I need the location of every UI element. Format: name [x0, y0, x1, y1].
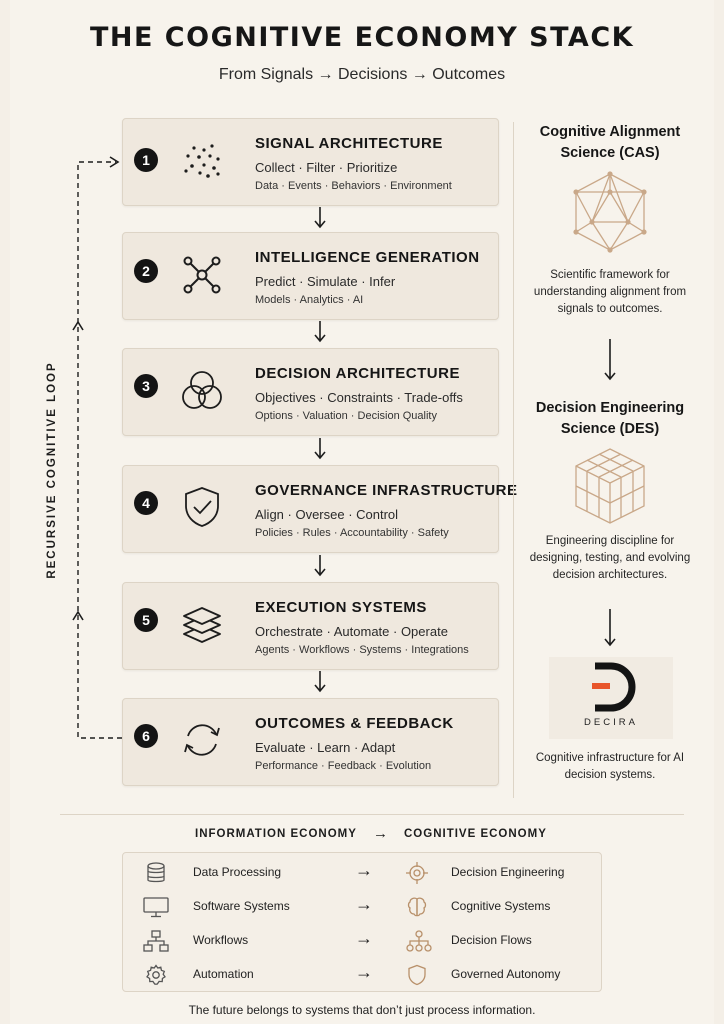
decira-d-mark-icon [592, 662, 636, 712]
layer-tags: Models · Analytics · AI [255, 294, 364, 306]
step-number: 1 [134, 148, 158, 172]
comparison-table: Data Processing → Decision Engineering S… [122, 852, 602, 992]
step-number: 2 [134, 259, 158, 283]
shield-check-icon [185, 487, 219, 527]
table-row: Automation → Governed Autonomy [123, 957, 601, 991]
layer-card-decision-architecture: 3 DECISION ARCHITECTURE Objectives · Con… [122, 348, 499, 436]
layer-verbs: Predict · Simulate · Infer [255, 274, 396, 289]
shield-icon [408, 964, 426, 986]
layer-title: OUTCOMES & FEEDBACK [255, 715, 454, 732]
layer-tags: Performance · Feedback · Evolution [255, 760, 432, 772]
layer-title: SIGNAL ARCHITECTURE [255, 135, 443, 152]
to-label: Decision Flows [451, 933, 532, 947]
cognitive-economy-header: COGNITIVE ECONOMY [404, 828, 547, 840]
layer-card-intelligence-generation: 2 INTELLIGENCE GENERATION Predict · Simu… [122, 232, 499, 320]
down-arrow [314, 438, 326, 460]
layer-card-governance-infrastructure: 4 GOVERNANCE INFRASTRUCTURE Align · Over… [122, 465, 517, 553]
section-divider [60, 814, 684, 815]
cas-description: Scientific framework for understanding a… [533, 269, 687, 315]
layer-title: DECISION ARCHITECTURE [255, 365, 460, 382]
page-title: THE COGNITIVE ECONOMY STACK [89, 22, 635, 53]
layer-card-execution-systems: 5 EXECUTION SYSTEMS Orchestrate · Automa… [122, 582, 499, 670]
step-number: 6 [134, 724, 158, 748]
to-label: Decision Engineering [451, 865, 565, 879]
row-arrow: → [355, 928, 373, 948]
down-arrow [314, 207, 326, 229]
layer-verbs: Collect · Filter · Prioritize [255, 160, 398, 175]
information-economy-header: INFORMATION ECONOMY [195, 828, 357, 840]
to-label: Governed Autonomy [451, 967, 561, 981]
layer-tags: Agents · Workflows · Systems · Integrati… [255, 644, 469, 656]
layer-card-outcomes-feedback: 6 OUTCOMES & FEEDBACK Evaluate · Learn ·… [122, 698, 499, 786]
decision-flow-icon [406, 930, 432, 952]
down-arrow [314, 555, 326, 577]
layers-icon [183, 607, 221, 643]
layer-tags: Data · Events · Behaviors · Environment [255, 180, 452, 192]
venn-circles-icon [182, 371, 222, 409]
flowchart-icon [143, 930, 169, 952]
des-description: Engineering discipline for designing, te… [529, 535, 691, 581]
down-arrow [604, 609, 616, 647]
page-subtitle: From Signals → Decisions → Outcomes [218, 66, 506, 83]
from-label: Workflows [193, 933, 249, 947]
step-number: 3 [134, 374, 158, 398]
from-label: Data Processing [193, 865, 282, 879]
layer-card-signal-architecture: 1 SIGNAL ARCHITECTURE Collect · Filter ·… [122, 118, 499, 206]
loop-label: RECURSIVE COGNITIVE LOOP [46, 361, 58, 579]
layer-title: INTELLIGENCE GENERATION [255, 249, 480, 266]
database-icon [147, 862, 165, 883]
from-label: Automation [193, 967, 254, 981]
layer-tags: Policies · Rules · Accountability · Safe… [255, 527, 449, 539]
layer-title: GOVERNANCE INFRASTRUCTURE [255, 482, 518, 499]
layer-verbs: Align · Oversee · Control [255, 507, 399, 522]
to-label: Cognitive Systems [451, 899, 551, 913]
from-label: Software Systems [193, 899, 290, 913]
layer-verbs: Objectives · Constraints · Trade-offs [255, 390, 463, 405]
brain-icon [407, 897, 427, 917]
row-arrow: → [355, 860, 373, 880]
cube-icon [575, 448, 645, 524]
table-row: Software Systems → Cognitive Systems [123, 889, 601, 923]
layer-verbs: Orchestrate · Automate · Operate [255, 624, 448, 639]
gear-icon [146, 964, 166, 985]
step-number: 5 [134, 608, 158, 632]
footer-tagline: The future belongs to systems that don’t… [188, 1003, 536, 1017]
layer-verbs: Evaluate · Learn · Adapt [255, 740, 396, 755]
cas-title: Cognitive Alignment Science (CAS) [539, 124, 681, 161]
decira-wordmark: DECIRA [584, 717, 638, 728]
layer-tags: Options · Valuation · Decision Quality [255, 410, 437, 422]
target-icon [406, 862, 428, 884]
column-divider [513, 122, 514, 798]
down-arrow [604, 339, 616, 381]
network-node-icon [183, 256, 221, 294]
dots-icon [184, 144, 220, 178]
icosahedron-icon [573, 171, 647, 253]
row-arrow: → [355, 894, 373, 914]
table-row: Workflows → Decision Flows [123, 923, 601, 957]
decira-description: Cognitive infrastructure for AI decision… [535, 752, 685, 781]
table-row: Data Processing → Decision Engineering [123, 855, 601, 889]
layer-title: EXECUTION SYSTEMS [255, 599, 427, 616]
header-arrow: → [373, 825, 389, 842]
recursive-loop-arrow [72, 156, 122, 739]
down-arrow [314, 321, 326, 343]
decira-logo: DECIRA [549, 657, 673, 739]
refresh-cycle-icon [184, 724, 220, 756]
row-arrow: → [355, 962, 373, 982]
down-arrow [314, 671, 326, 693]
monitor-icon [143, 897, 169, 918]
des-title: Decision Engineering Science (DES) [535, 400, 685, 437]
step-number: 4 [134, 491, 158, 515]
